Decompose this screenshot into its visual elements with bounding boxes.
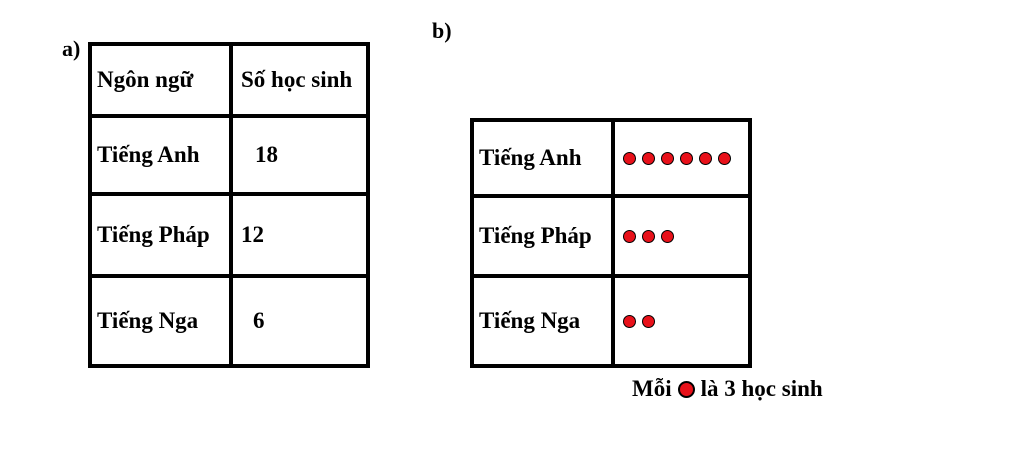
pictograph-dot-icon xyxy=(623,151,636,165)
part-b-label: b) xyxy=(432,18,452,43)
pictograph-dot-icon xyxy=(661,151,674,165)
pictograph-table: Tiếng Anh Tiếng Pháp Tiếng Nga xyxy=(470,118,752,368)
pictograph-dot-icon xyxy=(642,229,655,243)
student-count-table: Ngôn ngữ Số học sinh Tiếng Anh 18 Tiếng … xyxy=(88,42,370,368)
row-language: Tiếng Nga xyxy=(88,274,233,368)
table-row: Tiếng Pháp 12 xyxy=(88,192,370,278)
pictograph-dots-cell xyxy=(611,194,752,278)
pictograph-category: Tiếng Anh xyxy=(470,118,615,198)
row-language: Tiếng Pháp xyxy=(88,192,233,278)
pictograph-dot-icon xyxy=(680,151,693,165)
row-language: Tiếng Anh xyxy=(88,114,233,196)
pictograph-row: Tiếng Nga xyxy=(470,274,752,368)
table-header-row: Ngôn ngữ Số học sinh xyxy=(88,42,370,118)
pictograph-dot-icon xyxy=(642,314,655,328)
legend-dot-icon xyxy=(677,380,695,398)
header-student-count: Số học sinh xyxy=(229,42,370,118)
part-a-label: a) xyxy=(62,36,81,61)
pictograph-row: Tiếng Anh xyxy=(470,118,752,198)
pictograph-dots xyxy=(623,314,746,328)
row-count: 18 xyxy=(229,114,370,196)
table-row: Tiếng Nga 6 xyxy=(88,274,370,368)
pictograph-dot-icon xyxy=(699,151,712,165)
pictograph-dot-icon xyxy=(623,314,636,328)
legend-suffix: là 3 học sinh xyxy=(700,376,823,401)
pictograph-category: Tiếng Pháp xyxy=(470,194,615,278)
pictograph-row: Tiếng Pháp xyxy=(470,194,752,278)
header-language: Ngôn ngữ xyxy=(88,42,233,118)
pictograph-dot-icon xyxy=(718,151,731,165)
pictograph-dots-cell xyxy=(611,274,752,368)
pictograph-dots xyxy=(623,229,746,243)
pictograph-dot-icon xyxy=(661,229,674,243)
pictograph-dots xyxy=(623,151,746,165)
pictograph-category: Tiếng Nga xyxy=(470,274,615,368)
pictograph-dot-icon xyxy=(642,151,655,165)
legend-prefix: Mỗi xyxy=(632,376,672,401)
row-count: 12 xyxy=(229,192,370,278)
row-count: 6 xyxy=(229,274,370,368)
pictograph-dot-icon xyxy=(623,229,636,243)
pictograph-legend: Mỗi là 3 học sinh xyxy=(632,376,823,402)
table-row: Tiếng Anh 18 xyxy=(88,114,370,196)
pictograph-dots-cell xyxy=(611,118,752,198)
